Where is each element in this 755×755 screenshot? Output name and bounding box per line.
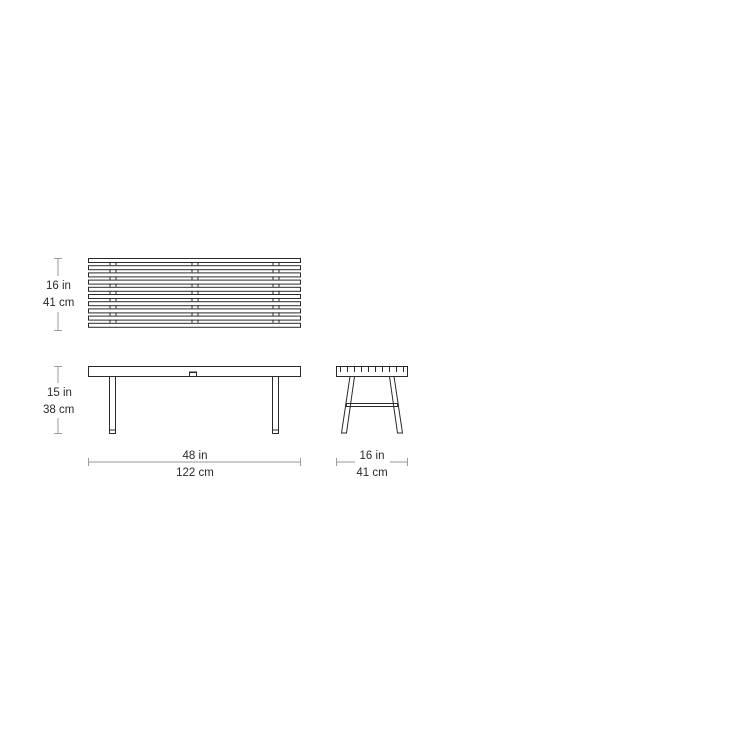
top-view-slat bbox=[88, 258, 301, 263]
top-view-slat bbox=[88, 315, 301, 321]
top-view-slat bbox=[88, 279, 301, 285]
top-view-depth-imperial-label: 16 in bbox=[46, 280, 71, 292]
side-view bbox=[336, 366, 408, 434]
front-view-width-dimension-line bbox=[88, 458, 301, 466]
front-view bbox=[88, 366, 301, 434]
top-view bbox=[88, 258, 301, 328]
front-view-height-imperial-label: 15 in bbox=[47, 387, 72, 399]
top-view-depth-metric-label: 41 cm bbox=[43, 297, 75, 309]
top-view-slat bbox=[88, 265, 301, 271]
top-view-depth-dimension-line bbox=[54, 258, 62, 331]
front-view-right-leg bbox=[272, 376, 279, 434]
front-view-width-imperial-label: 48 in bbox=[182, 450, 208, 462]
top-view-slat bbox=[88, 301, 301, 307]
front-view-width-metric-label: 122 cm bbox=[176, 467, 214, 479]
front-view-center-bracket bbox=[189, 372, 197, 377]
top-view-slat bbox=[88, 322, 301, 328]
side-view-left-leg bbox=[340, 376, 355, 434]
top-view-slat bbox=[88, 286, 301, 292]
side-view-depth-imperial-label: 16 in bbox=[359, 450, 385, 462]
top-view-slat bbox=[88, 272, 301, 278]
top-view-slat bbox=[88, 308, 301, 314]
side-view-seat bbox=[336, 366, 408, 377]
side-view-stretcher bbox=[346, 403, 398, 407]
front-view-height-metric-label: 38 cm bbox=[43, 404, 75, 416]
side-view-depth-dimension-line bbox=[336, 458, 408, 466]
side-view-right-leg bbox=[389, 376, 404, 434]
front-view-height-dimension-line bbox=[54, 366, 62, 434]
front-view-left-leg bbox=[109, 376, 116, 434]
top-view-slat bbox=[88, 294, 301, 299]
side-view-depth-metric-label: 41 cm bbox=[356, 467, 388, 479]
